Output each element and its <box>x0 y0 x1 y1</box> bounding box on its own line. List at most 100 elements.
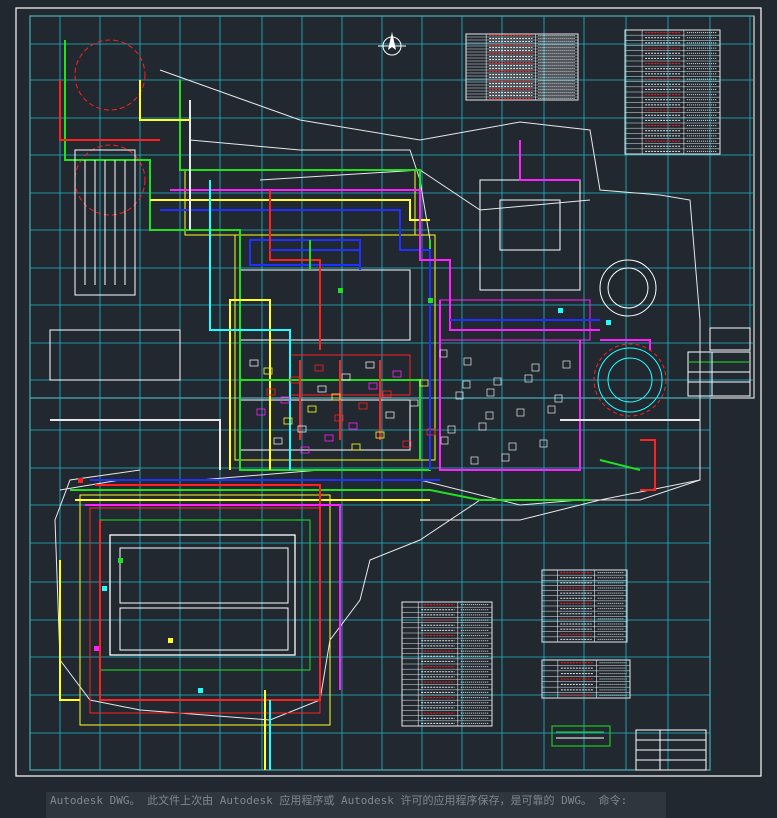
pipe-line <box>170 189 600 331</box>
table-top-right <box>624 29 721 155</box>
pipe-line <box>270 249 361 270</box>
pipe-line <box>50 419 221 470</box>
table-bottom-right-lower <box>541 659 631 699</box>
equipment-symbol <box>478 422 487 431</box>
pipe-line <box>640 439 656 491</box>
equipment-symbol <box>516 408 525 417</box>
pipe-line <box>160 209 431 470</box>
equipment-symbol <box>392 370 402 378</box>
storage-tank-1 <box>599 259 657 317</box>
command-line-status[interactable]: Autodesk DWG。 此文件上次由 Autodesk 应用程序或 Auto… <box>46 792 666 818</box>
equipment-symbol <box>426 428 436 436</box>
equipment-symbol <box>324 434 334 442</box>
equipment-symbol <box>249 359 259 367</box>
equipment-symbol <box>409 399 419 407</box>
pipe-line <box>600 339 651 350</box>
equipment-symbol <box>280 396 290 404</box>
pipe-line <box>59 80 160 141</box>
pipe-line <box>59 560 80 701</box>
red-circle-area <box>74 39 146 216</box>
equipment-symbol <box>297 425 307 433</box>
equipment-symbol <box>368 382 378 390</box>
equipment-symbol <box>447 425 456 434</box>
grid-layer <box>29 15 754 771</box>
outer-frame <box>15 7 762 777</box>
equipment-symbol <box>455 391 464 400</box>
equipment-symbol <box>524 374 533 383</box>
equipment-symbol <box>331 393 341 401</box>
equipment-symbol <box>314 364 324 372</box>
equipment-symbol <box>462 380 471 389</box>
main-plant-area <box>184 169 591 461</box>
status-message: Autodesk DWG。 此文件上次由 Autodesk 应用程序或 Auto… <box>50 794 593 807</box>
equipment-symbol <box>501 453 510 462</box>
equipment-symbol <box>531 363 540 372</box>
equipment-marker <box>338 288 343 293</box>
equipment-marker <box>428 298 433 303</box>
sedimentation-basin <box>79 494 331 726</box>
equipment-symbol <box>307 405 317 413</box>
pipe-line <box>95 484 321 701</box>
pipe-line <box>70 489 590 501</box>
equipment-marker <box>78 478 83 483</box>
pipe-line <box>599 459 641 471</box>
equipment-symbol <box>470 456 479 465</box>
equipment-symbol <box>562 360 571 369</box>
schedule-tables <box>401 29 721 727</box>
table-bottom-middle <box>401 601 493 727</box>
equipment-symbol <box>263 367 273 375</box>
equipment-symbol <box>440 436 449 445</box>
pipe-line <box>269 190 321 350</box>
legend-note <box>551 327 751 747</box>
equipment-symbol <box>485 411 494 420</box>
equipment-symbol <box>508 442 517 451</box>
equipment-symbol <box>385 411 395 419</box>
table-bottom-right-upper <box>541 569 628 643</box>
equipment-symbol <box>486 388 495 397</box>
equipment-symbol <box>348 422 358 430</box>
title-block-upper <box>687 351 751 397</box>
pipe-line <box>519 140 580 181</box>
equipment-symbol <box>493 377 502 386</box>
north-arrow-icon <box>378 32 406 56</box>
equipment-marker <box>94 646 99 651</box>
equipment-symbol <box>300 446 310 454</box>
equipment-symbol <box>273 437 283 445</box>
pipe-line <box>209 180 291 470</box>
equipment-marker <box>168 638 173 643</box>
equipment-symbol <box>539 439 548 448</box>
equipment-symbol <box>334 414 344 422</box>
table-top-middle <box>465 33 579 101</box>
equipment-marker <box>558 308 563 313</box>
equipment-symbol <box>547 405 556 414</box>
equipment-symbol <box>554 394 563 403</box>
pipe-line <box>439 300 581 471</box>
storage-tank-2 <box>593 343 667 417</box>
equipment-symbol <box>439 349 448 358</box>
pipe-line <box>64 40 431 471</box>
equipment-symbol <box>419 379 429 387</box>
title-block-lower <box>635 729 707 771</box>
pipe-line <box>139 80 190 121</box>
equipment-symbol <box>402 440 412 448</box>
equipment-symbol <box>365 361 375 369</box>
equipment-symbol <box>290 376 300 384</box>
pipe-line <box>85 504 341 690</box>
equipment-symbol <box>351 443 361 451</box>
pipe-line <box>229 299 271 470</box>
pipeline-layer <box>50 40 700 770</box>
lower-sheet-frame <box>29 397 711 771</box>
equipment-marker <box>198 688 203 693</box>
equipment-marker <box>102 586 107 591</box>
equipment-symbol <box>317 385 327 393</box>
pipe-line <box>179 80 421 250</box>
command-prompt: 命令: <box>598 794 628 807</box>
left-equipment <box>49 149 181 381</box>
equipment-symbol <box>256 408 266 416</box>
equipment-symbol <box>266 388 276 396</box>
equipment-marker <box>118 558 123 563</box>
equipment-symbol <box>341 373 351 381</box>
equipment-symbol <box>463 357 472 366</box>
